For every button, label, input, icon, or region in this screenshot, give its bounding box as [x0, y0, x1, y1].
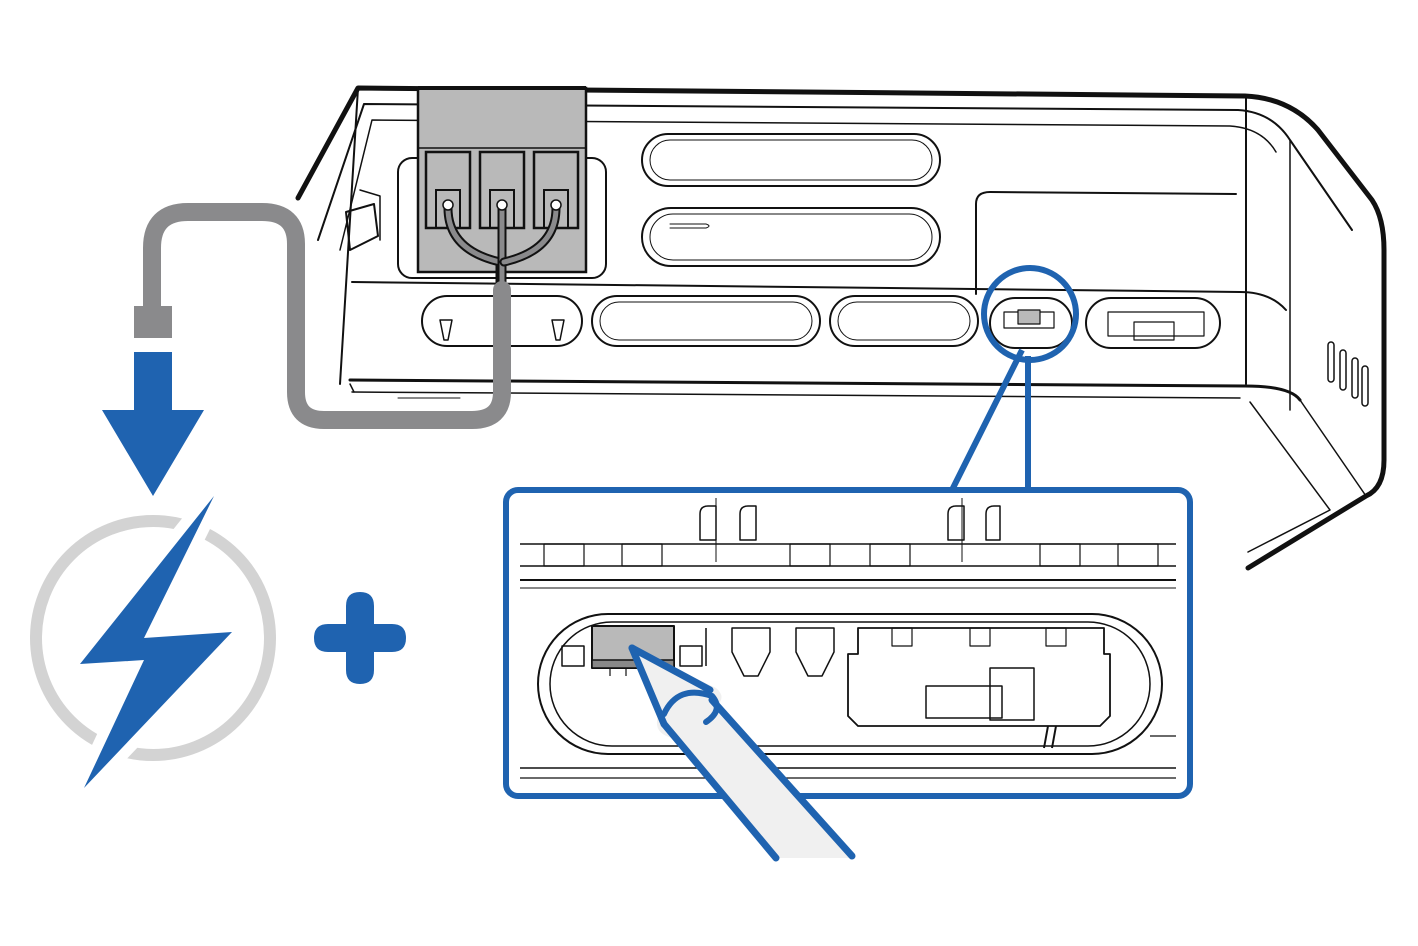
cable-plug — [134, 306, 172, 338]
magnifier-callout — [503, 265, 1193, 799]
down-arrow-icon — [102, 352, 204, 496]
plus-icon — [314, 592, 406, 684]
stylus-tool — [628, 644, 856, 862]
power-lightning-icon — [30, 485, 276, 799]
power-cable — [143, 199, 562, 429]
